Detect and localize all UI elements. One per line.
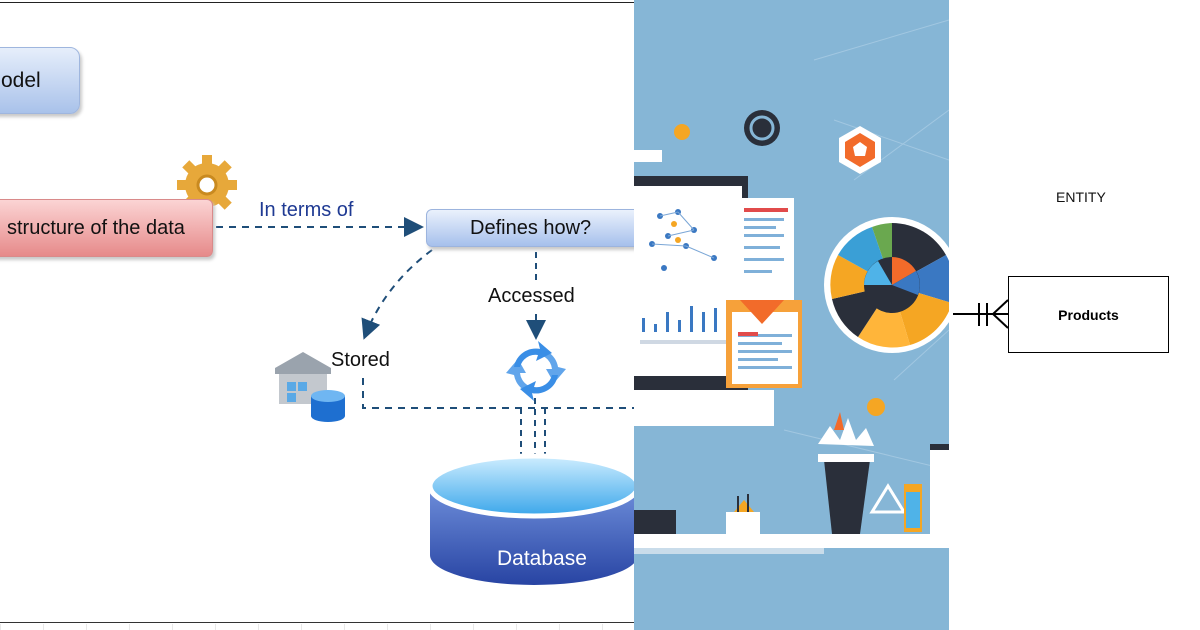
plant-pot-icon [818, 412, 874, 534]
monitor-icon [634, 176, 748, 390]
stored-label: Stored [331, 349, 390, 371]
top-border [0, 2, 634, 3]
triangle-icon [869, 483, 907, 514]
grid-strip [0, 624, 634, 630]
edge-stored-feed [362, 378, 634, 409]
data-model-diagram: odel structure of the data Defines how? … [0, 0, 634, 630]
diagram-connectors [177, 155, 634, 585]
edge-to-stored [361, 249, 433, 340]
defines-how-label: Defines how? [470, 216, 592, 239]
model-node-label: odel [1, 68, 41, 92]
hexagon-badge-icon [839, 126, 881, 174]
structure-node: structure of the data [0, 199, 213, 257]
orange-dot [674, 124, 690, 140]
model-node: odel [0, 47, 80, 114]
database-label: Database [497, 547, 587, 570]
crows-foot-one-to-many-icon [953, 299, 1009, 329]
ring-badge-icon [744, 110, 780, 146]
accessed-label: Accessed [488, 285, 575, 307]
pie-chart-icon [824, 217, 949, 353]
products-entity-label: Products [1058, 306, 1119, 323]
database-cylinder [427, 453, 634, 585]
gear-icon [177, 155, 237, 215]
document-icon [738, 198, 794, 302]
orange-dot-small [867, 398, 885, 416]
warehouse-icon [275, 352, 331, 404]
illustration-art [634, 19, 949, 554]
pencil-cup-icon [726, 494, 760, 534]
in-terms-of-label: In terms of [259, 199, 354, 221]
bottom-border [0, 622, 634, 623]
storage-cylinder-icon [311, 390, 345, 422]
desk-shelf [634, 534, 949, 548]
entity-caption: ENTITY [1056, 189, 1106, 205]
products-entity: Products [1008, 276, 1169, 353]
refresh-cycle-icon [506, 341, 566, 401]
orange-report-icon [726, 300, 802, 388]
structure-node-label: structure of the data [7, 216, 185, 239]
shelf-top [634, 150, 662, 162]
defines-how-node: Defines how? [426, 209, 634, 247]
analytics-illustration [634, 0, 949, 630]
